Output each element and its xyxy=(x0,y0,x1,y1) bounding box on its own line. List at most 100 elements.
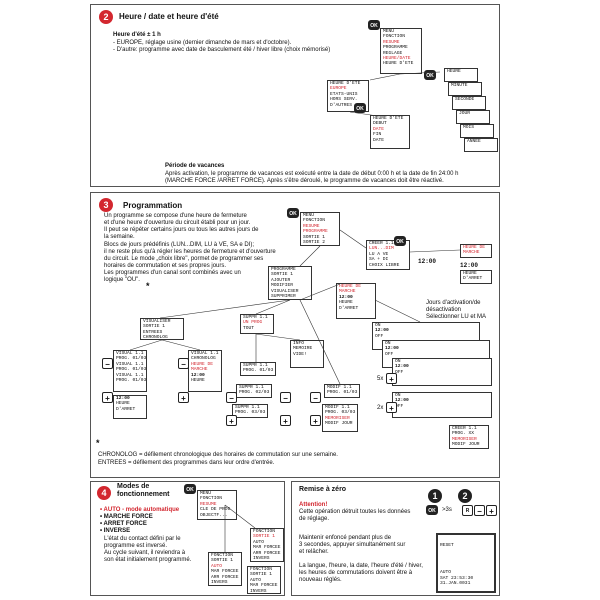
minus-button[interactable]: − xyxy=(310,392,321,403)
reset-line3-2: les heures de commutations doivent être … xyxy=(299,570,413,576)
ok-button[interactable]: OK xyxy=(394,236,406,246)
reset-line2-1: Maintenir enfoncé pendant plus de xyxy=(299,535,392,541)
minus-button[interactable]: − xyxy=(102,358,113,369)
section-4-title-2: fonctionnement xyxy=(117,491,170,498)
footnote-1: CHRONOLOG = défilement chronologique des… xyxy=(98,452,338,458)
plus-button[interactable]: + xyxy=(310,415,321,426)
s2-time-mois: MOIS xyxy=(460,124,494,138)
section-2-panel: 2 Heure / date et heure d'été Heure d'ét… xyxy=(90,4,500,187)
reset-button[interactable]: R xyxy=(462,505,473,516)
s2-time-seconde: SECONDE xyxy=(452,96,486,110)
section-5-title: Remise à zéro xyxy=(299,486,347,493)
ok-button[interactable]: OK xyxy=(426,505,438,515)
prog-line-6: il ne reste plus qu'à régler les heures … xyxy=(104,249,276,255)
reset-device-screen: RESET AUTO SAT 23:53:30 31.JAN.0031 xyxy=(436,533,496,593)
mode-item-3: • ARRET FORCE xyxy=(100,521,147,527)
reset-line3-1: La langue, l'heure, la date, l'heure d'é… xyxy=(299,563,423,569)
ok-button[interactable]: OK xyxy=(287,208,299,218)
section-3-title: Programmation xyxy=(123,201,183,210)
s2-time-minute: MINUTE xyxy=(448,82,482,96)
vacation-line-2: (MARCHE FORCE /ARRET FORCE). Après s'êtr… xyxy=(165,178,444,184)
section-3-number: 3 xyxy=(99,198,113,212)
reset-line-1: Cette opération détruit toutes les donné… xyxy=(299,509,411,515)
minus-button[interactable]: − xyxy=(178,358,189,369)
mode-item-4: • INVERSE xyxy=(100,528,131,534)
ok-button[interactable]: OK xyxy=(424,70,436,80)
minus-button[interactable]: − xyxy=(280,392,291,403)
reset-step-2: 2 xyxy=(458,489,472,503)
s2-time-heure: HEURE xyxy=(444,68,478,82)
s2-time-annee: ANNEE xyxy=(464,138,498,152)
plus-button[interactable]: + xyxy=(386,402,397,413)
minus-button[interactable]: − xyxy=(226,392,237,403)
plus-button[interactable]: + xyxy=(486,505,497,516)
mode-item-2: • MARCHE FORCE xyxy=(100,514,153,520)
minus-button[interactable]: − xyxy=(474,505,485,516)
mode-line-2: programme est inversé. xyxy=(104,543,168,549)
vacation-title: Période de vacances xyxy=(165,163,225,169)
plus-button[interactable]: + xyxy=(280,415,291,426)
vacation-line-1: Après activation, le programme de vacanc… xyxy=(165,171,459,177)
plus-button[interactable]: + xyxy=(226,415,237,426)
ok-button[interactable]: OK xyxy=(368,20,380,30)
prog-line-9: Les programmes d'un canal sont combinés … xyxy=(104,270,241,276)
ok-button[interactable]: OK xyxy=(354,103,366,113)
plus-button[interactable]: + xyxy=(178,392,189,403)
section-2-title: Heure / date et heure d'été xyxy=(119,12,219,21)
reset-warning: Attention! xyxy=(299,502,328,508)
prog-line-7: du circuit. Le mode „choix libre", porme… xyxy=(104,256,264,262)
s2-time-jour: JOUR xyxy=(456,110,490,124)
s3-clock-1: 12:00 xyxy=(418,258,437,265)
prog-line-2: et d'une heure d'ouverture du circuit ét… xyxy=(104,220,251,226)
jours-note-2: désactivation xyxy=(426,307,462,313)
section-4-title-1: Modes de xyxy=(117,483,150,490)
reset-line2-2: 3 secondes, appuyer simultanément sur xyxy=(299,542,406,548)
hold-label: >3s xyxy=(442,507,452,513)
prog-line-8: horaires de commutation et ses propres j… xyxy=(104,263,227,269)
footnote-star: * xyxy=(96,438,100,448)
plus-button[interactable]: + xyxy=(102,392,113,403)
reset-line3-3: nouveau réglés. xyxy=(299,577,342,583)
reset-line-2: de réglage. xyxy=(299,516,330,522)
plus-button[interactable]: + xyxy=(386,373,397,384)
mode-line-1: L'état du contact défini par le xyxy=(104,536,181,542)
times-2: 2x xyxy=(377,405,384,411)
footnote-2: ENTREES = défilement des programmes dans… xyxy=(98,460,275,466)
jours-note-1: Jours d'activation/de xyxy=(426,300,481,306)
s3-clock-2: 12:00 xyxy=(460,262,479,269)
prog-line-1: Un programme se compose d'une heure de f… xyxy=(104,213,247,219)
dst-subtitle: Heure d'été ± 1 h xyxy=(113,32,161,38)
ok-button[interactable]: OK xyxy=(184,484,196,494)
prog-line-10: logique "OU". xyxy=(104,277,140,283)
dst-line-1: - EUROPE, réglage usine (dernier dimanch… xyxy=(113,40,292,46)
reset-step-1: 1 xyxy=(428,489,442,503)
section-4-number: 4 xyxy=(97,486,111,500)
jours-note-3: Sélectionner LU et MA xyxy=(426,314,487,320)
mode-line-4: son état initialement programmé. xyxy=(104,557,192,563)
